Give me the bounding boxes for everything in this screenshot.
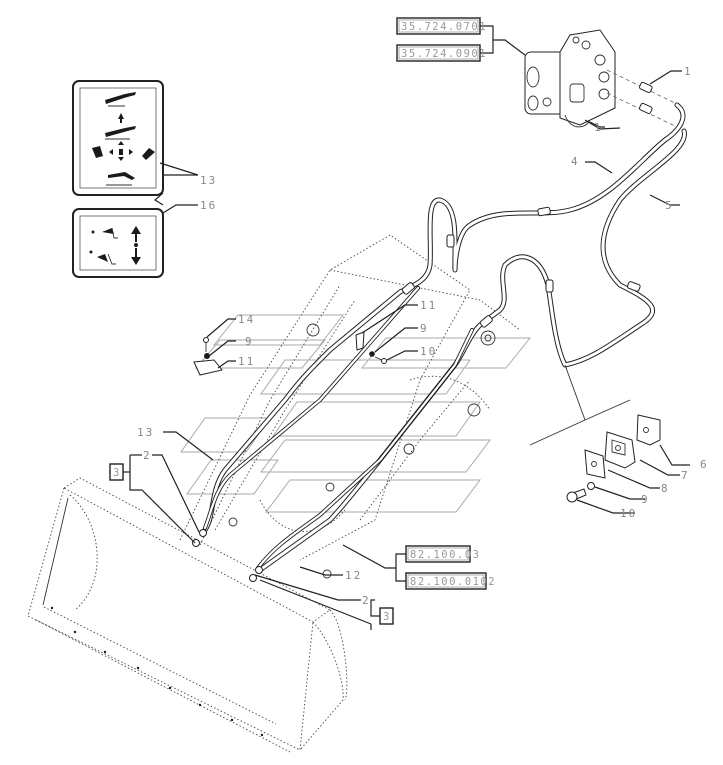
loader-arm [179,234,521,579]
callout-11-center: 11 [420,299,437,312]
loader-bucket-icon [27,477,348,753]
left-clamp-parts [193,337,223,376]
lift-lower-decal-icon [89,226,141,265]
callout-16-decal: 16 [200,199,217,212]
callout-11-left: 11 [238,355,255,368]
hose-4 [202,102,686,533]
callout-1-upper: 1 [684,65,693,78]
callout-2-right: 2 [362,594,371,607]
ref-code-bucket-lower[interactable]: 82.100.0102 [410,576,496,588]
control-valve-icon [524,29,616,128]
decal-16 [72,208,164,278]
decal-13 [72,80,164,196]
ref-box-valve-upper [396,17,481,35]
callout-5: 5 [665,199,674,212]
ref-code-valve-upper[interactable]: 35.724.0701 [401,21,487,33]
callout-13-pipe: 13 [137,426,154,439]
callout-9-left: 9 [245,335,254,348]
callout-6: 6 [700,458,709,471]
callout-8: 8 [661,482,670,495]
rigid-pipes [192,286,474,582]
callout-12: 12 [345,569,362,582]
callout-10: 10 [620,507,637,520]
ref-code-valve-lower[interactable]: 35.724.0901 [401,48,487,60]
callout-10-center: 10 [420,345,437,358]
callout-4: 4 [571,155,580,168]
center-clamp-parts [355,331,387,364]
callout-9-center: 9 [420,322,429,335]
watermark-logo [180,314,532,513]
callout-2-left: 2 [143,449,152,462]
callout-7: 7 [681,469,690,482]
fitting-parts [606,69,686,132]
callout-9: 9 [641,493,650,506]
callout-1-lower: 1 [594,121,603,134]
ref-small-right[interactable]: 3 [383,611,391,623]
hose-5 [257,128,687,573]
ref-code-bucket-upper[interactable]: 82.100.03 [410,549,480,561]
callout-14: 14 [238,313,255,326]
joystick-function-decal-icon [92,92,155,186]
clamp-bracket-parts [566,414,661,503]
section-break-line [529,364,631,446]
callout-13-decal: 13 [200,174,217,187]
ref-small-left[interactable]: 3 [113,467,121,479]
